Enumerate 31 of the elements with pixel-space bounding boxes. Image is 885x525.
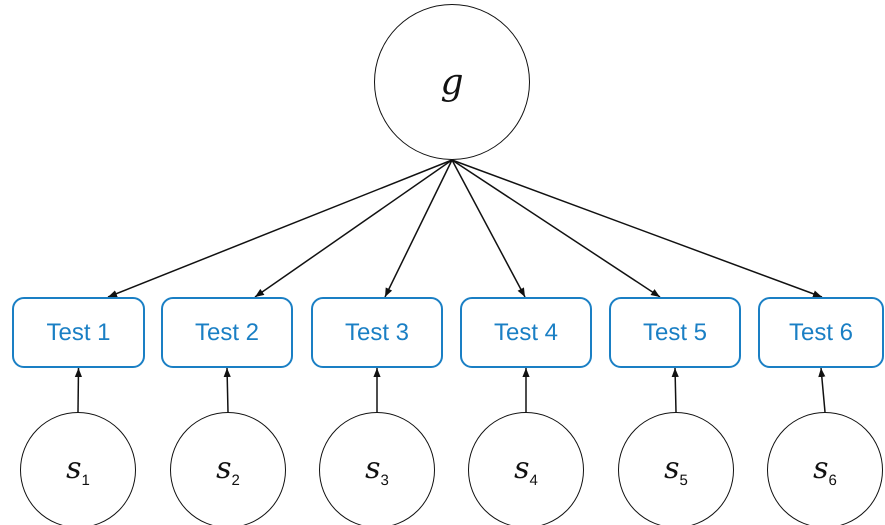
- test-box: [311, 297, 443, 368]
- test-box: [12, 297, 145, 368]
- arrow: [451, 160, 526, 298]
- arrow: [384, 160, 453, 298]
- arrow: [254, 159, 452, 298]
- arrow: [452, 159, 660, 298]
- variable-label: g: [440, 62, 464, 102]
- test-label: Test 4: [494, 318, 558, 346]
- test-label: Test 1: [46, 318, 111, 346]
- variable-label: s$_{3}$: [365, 451, 389, 489]
- test-label: Test 3: [344, 318, 410, 346]
- test-box: [758, 297, 884, 368]
- arrow: [373, 368, 381, 412]
- variable-label: s$_{4}$: [514, 451, 538, 489]
- test-box: [161, 297, 293, 368]
- arrow: [672, 368, 679, 412]
- test-label: Test 6: [788, 318, 854, 346]
- variable-label: s$_{6}$: [813, 451, 837, 489]
- variable-label: s$_{5}$: [664, 451, 688, 489]
- test-label: Test 5: [642, 318, 708, 346]
- test-label: Test 2: [194, 318, 260, 346]
- variable-label: s$_{2}$: [216, 451, 240, 489]
- arrow: [224, 368, 231, 412]
- test-box: [460, 297, 592, 368]
- arrow: [522, 368, 530, 412]
- arrow: [74, 368, 82, 412]
- arrow: [452, 159, 822, 298]
- test-box: [609, 297, 741, 368]
- variable-label: s$_{1}$: [66, 451, 90, 489]
- arrow: [818, 368, 826, 412]
- arrow: [108, 159, 452, 298]
